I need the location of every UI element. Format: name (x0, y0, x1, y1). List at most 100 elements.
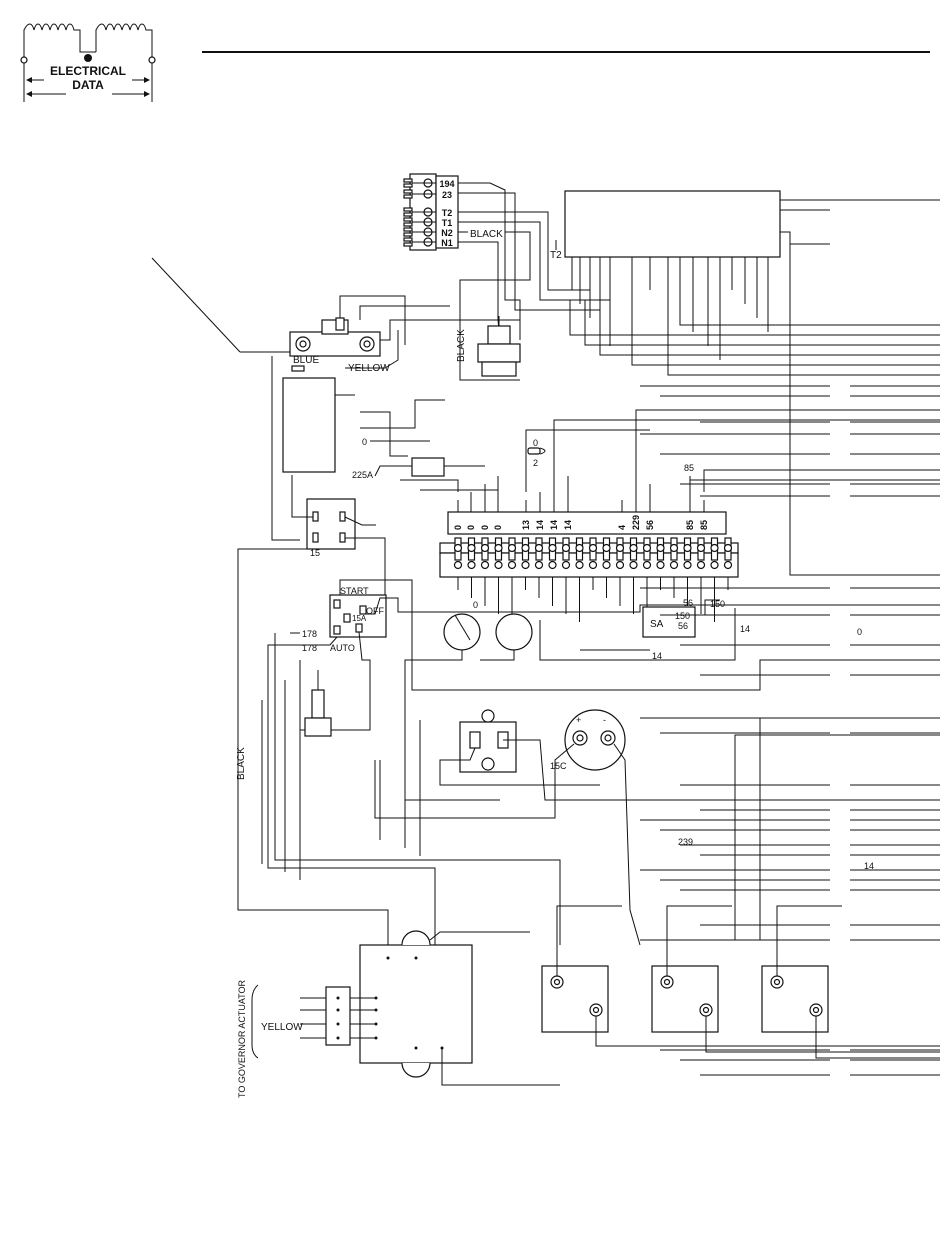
terminal-screw-top (725, 545, 732, 552)
terminal-screw-top (711, 545, 718, 552)
regulator-wires (335, 395, 445, 456)
controller-wire (668, 300, 940, 375)
terminal-screw-bottom (698, 562, 705, 569)
terminal-run-wire (554, 420, 940, 492)
terminal-screw-top (455, 545, 462, 552)
top-strip-label-n2: N2 (441, 228, 453, 238)
terminal-screw-bottom (657, 562, 664, 569)
wire-label-178-a: 178 (302, 629, 317, 639)
relay-terminal-a-core (665, 980, 670, 985)
strip-tab (404, 223, 412, 226)
wire-label-14-c: 14 (864, 861, 874, 871)
diode-module (412, 458, 444, 476)
terminal-board-label: 0 (480, 525, 490, 530)
governor-pin (375, 1037, 378, 1040)
relay-terminal-b-core (814, 1008, 819, 1013)
bottom-relay-box (652, 966, 718, 1032)
terminal-board-label: 4 (617, 525, 627, 530)
oil-pressure-switch (305, 670, 331, 736)
switch-label-off: OFF (366, 606, 384, 616)
terminal-screw-bottom (711, 562, 718, 569)
bottom-relay-box (762, 966, 828, 1032)
capacitor-plus: + (576, 715, 581, 725)
wire-label-225a: 225A (352, 470, 373, 480)
logo-line2: DATA (72, 78, 104, 92)
terminal-board-label: 85 (685, 520, 695, 530)
governor-pin (337, 1009, 340, 1012)
governor-controller (300, 931, 560, 1085)
terminal-run-wire (704, 470, 940, 492)
wire-label-0-a: 0 (362, 437, 367, 447)
controller-wire (600, 300, 940, 355)
wire-label-yellow-gov: YELLOW (261, 1022, 303, 1033)
terminal-board-label: 85 (699, 520, 709, 530)
terminal-board-label: 0 (493, 525, 503, 530)
terminal-board-label: 229 (631, 515, 641, 530)
terminal-run-wire (420, 490, 498, 492)
terminal-screw-top (603, 545, 610, 552)
terminal-screw-bottom (563, 562, 570, 569)
strip-tab (404, 243, 412, 246)
voltage-regulator (283, 378, 335, 472)
governor-pin (375, 997, 378, 1000)
strip-tab (404, 184, 412, 187)
controller-wire (585, 300, 940, 345)
terminal-board-label: 13 (521, 520, 531, 530)
sa-relay-name: SA (650, 619, 664, 630)
strip-tab (404, 208, 412, 211)
terminal-board-label: 0 (453, 525, 463, 530)
terminal-screw-bottom (617, 562, 624, 569)
top-terminal-strip: 194 23 T2 T1 N2 N1 (404, 174, 458, 250)
connector-plug (528, 448, 540, 454)
terminal-screw-bottom (603, 562, 610, 569)
terminal-screw-top (495, 545, 502, 552)
logo-line1: ELECTRICAL (50, 64, 126, 78)
wire-label-85-top: 85 (684, 463, 694, 473)
top-strip-label-194: 194 (439, 179, 454, 189)
top-strip-label-23: 23 (442, 190, 452, 200)
wire-label-t2: T2 (550, 250, 562, 261)
sa-relay: SA 150 56 (643, 600, 720, 637)
controller-wire (680, 300, 940, 325)
terminal-screw-bottom (576, 562, 583, 569)
terminal-board-label: 14 (563, 520, 573, 530)
terminal-screw-bottom (522, 562, 529, 569)
terminal-screw-bottom (630, 562, 637, 569)
start-off-auto-switch (268, 580, 940, 980)
terminal-board-label: 14 (535, 520, 545, 530)
terminal-run-wire (526, 430, 650, 492)
terminal-board-label: 0 (466, 525, 476, 530)
terminal-screw-top (630, 545, 637, 552)
terminal-run-wire (690, 480, 940, 492)
strip-tab (404, 195, 412, 198)
terminal-screw-bottom (590, 562, 597, 569)
label-to-governor-actuator: TO GOVERNOR ACTUATOR (237, 979, 247, 1098)
terminal-screw-top (644, 545, 651, 552)
terminal-screw-top (684, 545, 691, 552)
switch-label-15a: 15A (352, 614, 367, 623)
relay-terminal-b-core (594, 1008, 599, 1013)
leader-line (152, 258, 240, 352)
strip-tab (404, 228, 412, 231)
wire-label-15c: 15C (550, 761, 567, 771)
terminal-screw-top (590, 545, 597, 552)
sa-relay-pin-150: 150 (675, 611, 690, 621)
wire-label-239: 239 (678, 837, 693, 847)
capacitor-minus: - (603, 715, 606, 725)
terminal-screw-top (657, 545, 664, 552)
relay-terminal-b-core (704, 1008, 709, 1013)
terminal-board-label: 14 (549, 520, 559, 530)
controller-wire (570, 300, 940, 335)
terminal-screw-bottom (482, 562, 489, 569)
strip-tab (404, 233, 412, 236)
governor-pin (375, 1023, 378, 1026)
controller-pin-wires (570, 257, 940, 375)
governor-pin (337, 997, 340, 1000)
strip-tab (404, 213, 412, 216)
wire-label-15: 15 (310, 548, 320, 558)
terminal-screw-bottom (644, 562, 651, 569)
terminal-screw-top (617, 545, 624, 552)
solenoid (478, 316, 520, 376)
